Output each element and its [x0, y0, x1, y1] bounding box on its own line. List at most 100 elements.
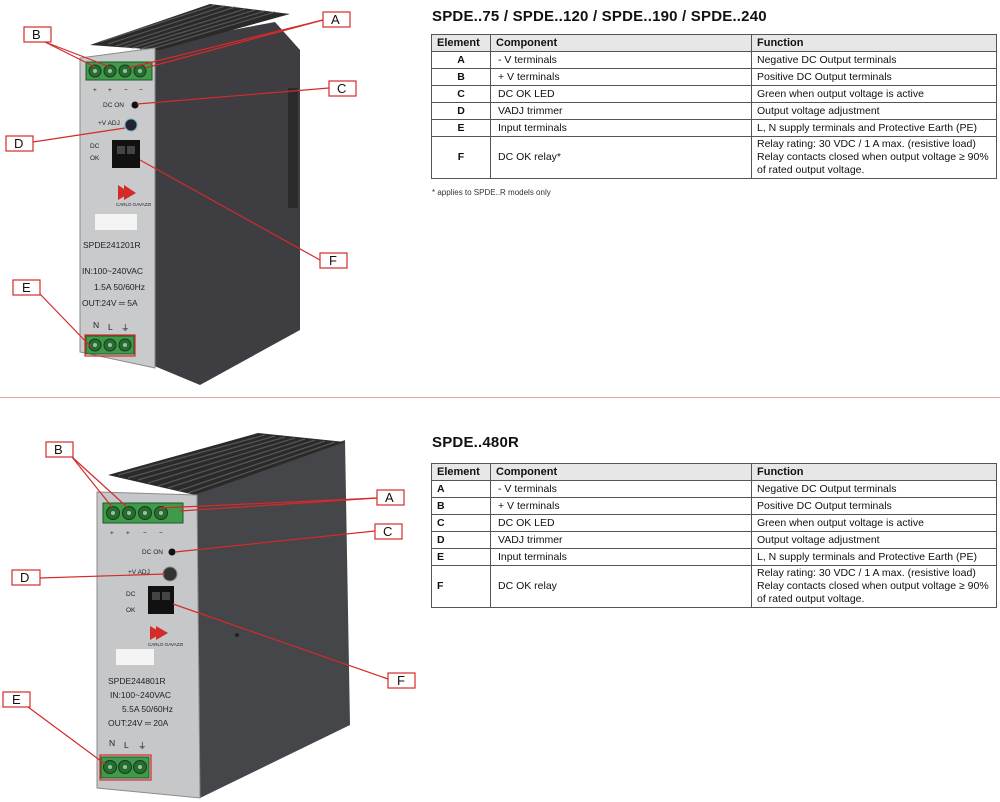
header-element: Element [431, 34, 491, 52]
device-illustration-top: ++ −− DC ON +V ADJ DC OK CARLO GAVAZZI S… [5, 4, 357, 385]
svg-text:−: − [159, 530, 163, 537]
cell-component: - V terminals [490, 480, 752, 498]
table-row: A - V terminals Negative DC Output termi… [431, 51, 997, 69]
cell-element: F [431, 565, 491, 608]
table-row: C DC OK LED Green when output voltage is… [431, 514, 997, 532]
table-row: B + V terminals Positive DC Output termi… [431, 497, 997, 515]
callout-d: D [14, 136, 23, 151]
callout-b: B [32, 27, 41, 42]
table-row: F DC OK relay Relay rating: 30 VDC / 1 A… [431, 565, 997, 608]
cell-component: + V terminals [490, 68, 752, 86]
table-row: D VADJ trimmer Output voltage adjustment [431, 531, 997, 549]
section-divider [0, 397, 1000, 398]
svg-text:+: + [93, 87, 97, 94]
cell-function: Relay rating: 30 VDC / 1 A max. (resisti… [751, 565, 997, 608]
callout-a: A [331, 12, 340, 27]
svg-text:L: L [108, 322, 113, 332]
callout-e: E [12, 692, 21, 707]
table-row: A - V terminals Negative DC Output termi… [431, 480, 997, 498]
cell-element: A [431, 480, 491, 498]
model-label: SPDE241201R [83, 240, 141, 250]
svg-text:+: + [126, 530, 130, 537]
cell-element: A [431, 51, 491, 69]
svg-text:DC: DC [90, 143, 100, 150]
svg-text:OK: OK [126, 607, 136, 614]
cell-element: B [431, 68, 491, 86]
dc-ok-relay-connector [148, 586, 174, 614]
cell-component: Input terminals [490, 548, 752, 566]
table-row: D VADJ trimmer Output voltage adjustment [431, 102, 997, 120]
cell-component: VADJ trimmer [490, 102, 752, 120]
current-rating: 1.5A 50/60Hz [94, 282, 145, 292]
cell-component: DC OK relay [490, 565, 752, 608]
brand-label: CARLO GAVAZZI [148, 642, 183, 647]
svg-text:L: L [124, 740, 129, 750]
cell-function: Output voltage adjustment [751, 531, 997, 549]
cell-function: L, N supply terminals and Protective Ear… [751, 548, 997, 566]
spec-table: Element Component Function A - V termina… [431, 463, 997, 608]
dc-on-label: DC ON [103, 102, 124, 109]
callout-c: C [337, 81, 346, 96]
cell-element: D [431, 531, 491, 549]
table-header-row: Element Component Function [431, 463, 997, 481]
vadj-trimmer-icon[interactable] [124, 118, 138, 132]
table-header-row: Element Component Function [431, 34, 997, 52]
callout-c: C [383, 524, 392, 539]
table-row: F DC OK relay* Relay rating: 30 VDC / 1 … [431, 136, 997, 179]
table-row: B + V terminals Positive DC Output termi… [431, 68, 997, 86]
svg-text:OK: OK [90, 155, 100, 162]
current-rating: 5.5A 50/60Hz [122, 704, 173, 714]
model-label: SPDE244801R [108, 676, 166, 686]
callout-d: D [20, 570, 29, 585]
vadj-label: +V ADJ [128, 569, 150, 576]
callout-f: F [397, 673, 405, 688]
cell-function: Green when output voltage is active [751, 514, 997, 532]
callout-f: F [329, 253, 337, 268]
output-rating: OUT:24V ═ 5A [82, 298, 138, 308]
footnote: * applies to SPDE..R models only [432, 188, 551, 197]
table-row: E Input terminals L, N supply terminals … [431, 548, 997, 566]
svg-text:N: N [93, 320, 99, 330]
cell-function: Negative DC Output terminals [751, 480, 997, 498]
cell-component: DC OK relay* [490, 136, 752, 179]
brand-label: CARLO GAVAZZI [116, 202, 151, 207]
vadj-trimmer-icon[interactable] [162, 566, 178, 582]
header-function: Function [751, 463, 997, 481]
cell-component: Input terminals [490, 119, 752, 137]
cell-function: Negative DC Output terminals [751, 51, 997, 69]
svg-text:⏚: ⏚ [138, 741, 147, 751]
table-row: C DC OK LED Green when output voltage is… [431, 85, 997, 103]
svg-text:⏚: ⏚ [121, 323, 130, 333]
output-rating: OUT:24V ═ 20A [108, 718, 169, 728]
cell-function: L, N supply terminals and Protective Ear… [751, 119, 997, 137]
svg-text:−: − [139, 87, 143, 94]
cell-component: DC OK LED [490, 514, 752, 532]
cell-component: - V terminals [490, 51, 752, 69]
svg-text:−: − [124, 87, 128, 94]
cell-function: Relay rating: 30 VDC / 1 A max. (resisti… [751, 136, 997, 179]
cell-function: Positive DC Output terminals [751, 497, 997, 515]
cell-element: E [431, 119, 491, 137]
svg-text:+: + [108, 87, 112, 94]
input-rating: IN:100~240VAC [82, 266, 143, 276]
input-rating: IN:100~240VAC [110, 690, 171, 700]
cell-element: F [431, 136, 491, 179]
device-illustration-bottom: ++ −− DC ON +V ADJ DC OK CARLO GAVAZZI S… [2, 433, 416, 799]
cell-element: C [431, 85, 491, 103]
cell-element: C [431, 514, 491, 532]
cell-element: D [431, 102, 491, 120]
cell-function: Output voltage adjustment [751, 102, 997, 120]
cell-element: E [431, 548, 491, 566]
dc-ok-led-icon [131, 101, 139, 109]
dc-on-label: DC ON [142, 549, 163, 556]
cell-component: DC OK LED [490, 85, 752, 103]
section-spde-480r: ++ −− DC ON +V ADJ DC OK CARLO GAVAZZI S… [0, 400, 1000, 802]
spec-table: Element Component Function A - V termina… [431, 34, 997, 179]
cell-element: B [431, 497, 491, 515]
svg-text:N: N [109, 738, 115, 748]
header-component: Component [490, 34, 752, 52]
callout-a: A [385, 490, 394, 505]
header-component: Component [490, 463, 752, 481]
section-title: SPDE..480R [432, 434, 520, 451]
dc-ok-led-icon [168, 548, 176, 556]
